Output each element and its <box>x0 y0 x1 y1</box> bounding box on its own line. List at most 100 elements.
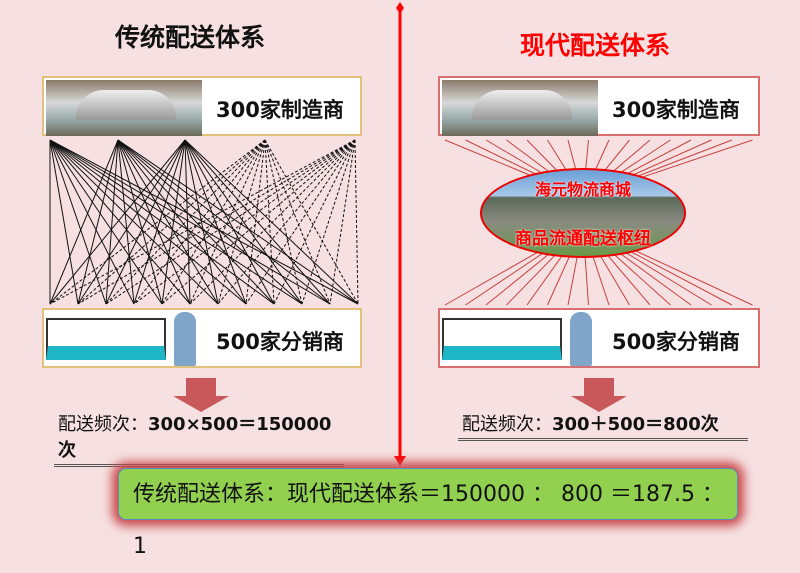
left-connection-line <box>189 139 266 305</box>
left-connection-line <box>117 139 275 305</box>
right-outbound-line <box>567 249 579 306</box>
left-connection-line <box>184 139 247 305</box>
right-outbound-line <box>465 249 549 306</box>
right-inbound-line <box>444 139 542 181</box>
right-inbound-line <box>627 139 733 181</box>
left-connection-line <box>329 139 356 305</box>
left-connection-line <box>301 139 356 305</box>
left-connection-line <box>105 139 186 305</box>
connection-lines <box>49 2 753 466</box>
left-connection-line <box>217 139 356 305</box>
right-outbound-line <box>506 249 561 306</box>
left-connection-line <box>49 139 119 305</box>
left-connection-line <box>264 139 359 305</box>
right-outbound-line <box>633 249 753 306</box>
store-icon <box>442 318 562 360</box>
right-outbound-line <box>485 249 555 306</box>
left-connection-line <box>49 139 219 305</box>
left-connection-line <box>117 139 359 305</box>
left-connection-line <box>245 139 266 305</box>
left-connection-line <box>49 139 275 305</box>
right-outbound-line <box>547 249 573 306</box>
traditional-title: 传统配送体系 <box>114 23 265 52</box>
store-icon <box>46 318 166 360</box>
left-connection-line <box>105 139 119 305</box>
left-connection-line <box>49 139 247 305</box>
factory-image <box>46 80 202 136</box>
left-connection-line <box>49 139 163 305</box>
down-arrow-icon <box>173 378 229 412</box>
left-connection-line <box>77 139 119 305</box>
left-connection-line <box>264 139 303 305</box>
right-inbound-line <box>621 139 712 181</box>
left-connection-line <box>264 139 331 305</box>
left-connection-line <box>117 139 331 305</box>
left-connection-line <box>184 139 331 305</box>
right-outbound-line <box>602 249 651 306</box>
right-frequency: 配送频次：300＋500＝800次 <box>458 410 748 441</box>
hub-ellipse <box>480 168 686 258</box>
left-connection-line <box>184 139 303 305</box>
left-connection-line <box>161 139 186 305</box>
left-connection-line <box>117 139 163 305</box>
right-inbound-line <box>633 139 753 181</box>
left-connection-line <box>49 139 107 305</box>
summary-ratio: 传统配送体系：现代配送体系＝150000 ： 800 ＝187.5 ：1 <box>118 468 738 559</box>
distributors-label: 500家分销商 <box>216 330 344 354</box>
left-connection-line <box>273 139 356 305</box>
left-connection-line <box>133 139 186 305</box>
left-connection-line <box>117 139 247 305</box>
left-connection-line <box>189 139 356 305</box>
hub-role: 商品流通配送枢纽 <box>515 229 651 249</box>
left-connection-line <box>77 139 356 305</box>
factory-image <box>442 80 598 136</box>
left-connection-line <box>49 139 191 305</box>
manufacturers-label: 300家制造商 <box>216 98 344 122</box>
right-distributors-box: 500家分销商 <box>438 308 760 368</box>
left-connection-line <box>245 139 356 305</box>
left-connection-line <box>49 139 186 305</box>
left-connection-line <box>161 139 266 305</box>
frequency-formula: 300＋500＝800次 <box>552 414 719 435</box>
right-outbound-line <box>621 249 712 306</box>
left-manufacturers-box: 300家制造商 <box>42 76 362 136</box>
left-connection-line <box>105 139 266 305</box>
person-icon <box>570 312 592 366</box>
frequency-label: 配送频次： <box>58 414 148 435</box>
hub-name: 海元物流商城 <box>534 180 631 199</box>
left-connection-line <box>49 139 79 305</box>
frequency-formula: 300×500＝150000次 <box>58 414 332 461</box>
left-distributors-box: 500家分销商 <box>42 308 362 368</box>
right-outbound-line <box>608 249 671 306</box>
left-connection-line <box>49 139 331 305</box>
left-connection-line <box>161 139 356 305</box>
left-connection-line <box>77 139 266 305</box>
right-outbound-line <box>444 249 542 306</box>
left-connection-line <box>264 139 275 305</box>
down-arrow-icon <box>571 378 627 412</box>
left-connection-line <box>117 139 191 305</box>
right-outbound-line <box>584 249 589 306</box>
left-frequency: 配送频次：300×500＝150000次 <box>54 410 344 467</box>
left-connection-line <box>354 139 359 305</box>
left-connection-line <box>184 139 359 305</box>
frequency-label: 配送频次： <box>462 414 552 435</box>
right-manufacturers-box: 300家制造商 <box>438 76 760 136</box>
divider-top-marker <box>396 2 404 14</box>
person-icon <box>174 312 196 366</box>
left-connection-line <box>49 139 266 305</box>
left-connection-line <box>117 139 303 305</box>
left-connection-line <box>117 139 219 305</box>
left-connection-line <box>49 139 359 305</box>
right-outbound-line <box>627 249 733 306</box>
left-connection-line <box>133 139 356 305</box>
left-connection-line <box>77 139 186 305</box>
modern-title: 现代配送体系 <box>519 31 670 60</box>
left-connection-line <box>49 139 303 305</box>
distributors-label: 500家分销商 <box>612 330 740 354</box>
left-connection-line <box>117 139 135 305</box>
right-outbound-line <box>596 249 630 306</box>
left-connection-line <box>184 139 275 305</box>
left-connection-line <box>49 139 356 305</box>
left-connection-line <box>217 139 266 305</box>
